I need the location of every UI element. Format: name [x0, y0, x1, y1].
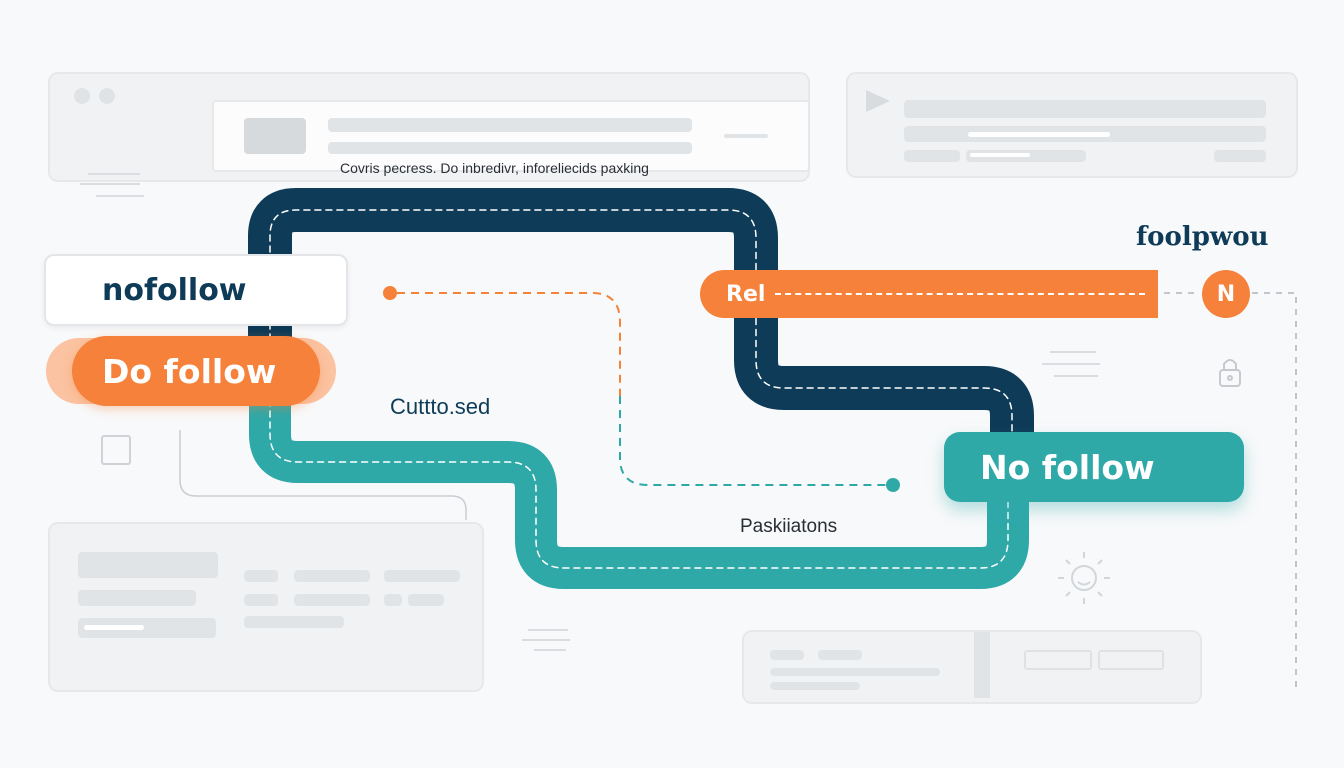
text-line	[244, 570, 278, 582]
paskilations-label: Paskiiatons	[740, 516, 838, 537]
text-line	[84, 625, 144, 630]
top-caption: Covris pecress. Do inbredivr, inforeliec…	[340, 160, 649, 176]
cutto-label: Cuttto.sed	[390, 394, 491, 419]
text-line	[384, 570, 460, 582]
nofollow-label: nofollow	[102, 272, 247, 308]
teal-dashed-connector	[619, 396, 886, 486]
text-line	[1214, 150, 1266, 162]
orange-start-dot	[383, 286, 397, 300]
rel-pill[interactable]: Rel	[700, 270, 1158, 318]
text-line	[328, 142, 692, 154]
play-icon	[866, 90, 890, 112]
checkbox-icon	[101, 435, 131, 465]
no-follow-pill[interactable]: No follow	[944, 432, 1244, 502]
sun-icon	[1058, 552, 1110, 604]
teal-end-dot	[886, 478, 900, 492]
gray-connector	[179, 430, 467, 520]
text-line	[328, 118, 692, 132]
lock-icon	[1219, 359, 1241, 387]
n-badge[interactable]: N	[1202, 270, 1250, 318]
thumb-block	[244, 118, 306, 154]
gray-dashed-connector	[1252, 292, 1297, 690]
text-line	[244, 594, 278, 606]
brand-logo: foolpwou	[1136, 222, 1269, 252]
text-line	[408, 594, 444, 606]
outlined-tag	[1024, 650, 1092, 670]
no-follow-label: No follow	[980, 447, 1155, 487]
url-bar-panel	[212, 100, 810, 172]
n-badge-label: N	[1216, 281, 1236, 307]
sketch-lines	[80, 173, 1100, 651]
text-line	[78, 590, 196, 606]
text-line	[244, 616, 344, 628]
orange-dashed-connector	[397, 292, 621, 396]
text-line	[294, 570, 370, 582]
nofollow-pill[interactable]: nofollow	[44, 254, 348, 326]
do-follow-label: Do follow	[102, 351, 277, 391]
do-follow-pill[interactable]: Do follow	[72, 336, 320, 406]
text-line	[770, 682, 860, 690]
teal-route-dashes	[269, 399, 1009, 569]
text-line	[770, 650, 804, 660]
text-line	[78, 618, 216, 638]
bottom-right-card	[742, 630, 1202, 704]
bottom-left-card	[48, 522, 484, 692]
text-line	[818, 650, 862, 660]
text-line	[78, 552, 218, 578]
text-line	[770, 668, 940, 676]
text-line	[904, 150, 960, 162]
chevron-divider	[974, 632, 990, 698]
navy-route	[248, 188, 1034, 482]
window-dots	[74, 88, 116, 108]
outlined-tag	[1098, 650, 1164, 670]
rel-label: Rel	[726, 281, 766, 307]
text-line	[294, 594, 370, 606]
rel-dashed-line	[775, 293, 1146, 295]
text-line	[384, 594, 402, 606]
right-top-card	[846, 72, 1298, 178]
text-line	[724, 134, 768, 138]
navy-route-dashes	[269, 209, 1013, 461]
text-line	[970, 153, 1030, 157]
text-line	[904, 100, 1266, 118]
text-line	[968, 132, 1110, 137]
